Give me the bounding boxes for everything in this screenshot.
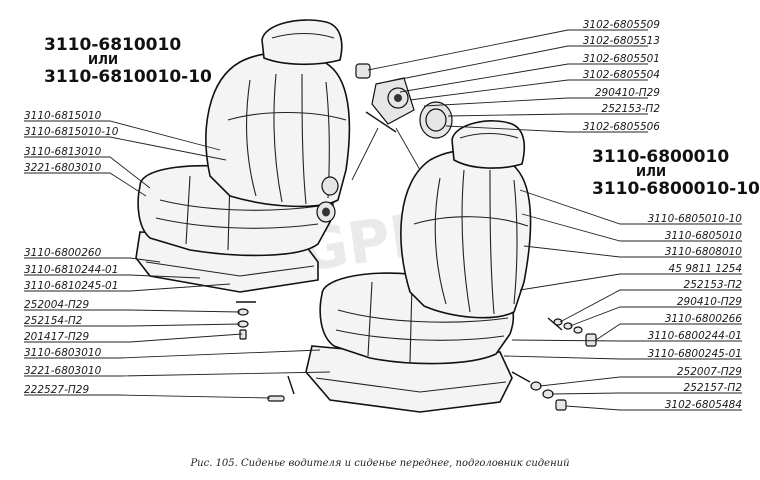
part-label: 3110-6800244-01 <box>648 330 742 342</box>
part-label: 252153-П2 <box>602 103 661 115</box>
part-label: 3110-6810244-01 <box>24 264 118 276</box>
part-label: 252153-П2 <box>684 279 743 291</box>
part-label: 3110-6805010-10 <box>648 213 743 225</box>
front-seat-illustration <box>305 120 532 413</box>
part-label: 252157-П2 <box>684 382 743 394</box>
part-label: 3110-6800245-01 <box>648 348 742 360</box>
part-label: 290410-П29 <box>595 87 660 99</box>
front-alt-code: 3110-6800010-10 <box>592 179 760 199</box>
figure-caption: Рис. 105. Сиденье водителя и сиденье пер… <box>189 458 569 469</box>
part-label: 3221-6803010 <box>24 162 102 174</box>
part-label: 252007-П29 <box>677 366 742 378</box>
part-label: 3102-6805513 <box>583 35 660 47</box>
part-label: 3110-6800260 <box>24 247 102 259</box>
adjuster-parts <box>351 63 453 181</box>
part-label: 201417-П29 <box>24 331 89 343</box>
part-label: 290410-П29 <box>677 296 742 308</box>
part-label: 3110-6800266 <box>665 313 743 325</box>
part-label: 3110-6808010 <box>665 246 743 258</box>
part-label: 3102-6805484 <box>665 399 742 411</box>
driver-alt-code: 3110-6810010-10 <box>44 67 212 87</box>
driver-seat-assembly-code: 3110-6810010 ИЛИ 3110-6810010-10 <box>44 35 212 87</box>
driver-or-word: ИЛИ <box>88 53 118 67</box>
part-label: 3110-6815010 <box>24 110 102 122</box>
part-label: 3110-6803010 <box>24 347 102 359</box>
part-label: 45 9811 1254 <box>669 263 742 275</box>
front-or-word: ИЛИ <box>636 165 666 179</box>
part-label: 222527-П29 <box>24 384 89 396</box>
leader-lines <box>24 29 742 411</box>
part-label: 3110-6805010 <box>665 230 743 242</box>
part-label: 252154-П2 <box>24 315 83 327</box>
part-label: 3102-6805506 <box>583 121 661 133</box>
driver-seat-illustration <box>135 19 351 293</box>
driver-code: 3110-6810010 <box>44 35 181 55</box>
part-label: 3110-6815010-10 <box>24 126 119 138</box>
part-label: 3102-6805501 <box>583 53 660 65</box>
part-label: 3102-6805509 <box>583 19 661 31</box>
part-label: 252004-П29 <box>24 299 89 311</box>
part-labels: 3102-6805509 3102-6805513 3102-6805501 3… <box>24 19 742 411</box>
front-seat-assembly-code: 3110-6800010 ИЛИ 3110-6800010-10 <box>592 147 760 199</box>
fasteners <box>236 301 597 411</box>
part-label: 3221-6803010 <box>24 365 102 377</box>
part-label: 3110-6813010 <box>24 146 102 158</box>
part-label: 3110-6810245-01 <box>24 280 118 292</box>
part-label: 3102-6805504 <box>583 69 660 81</box>
front-code: 3110-6800010 <box>592 147 729 167</box>
